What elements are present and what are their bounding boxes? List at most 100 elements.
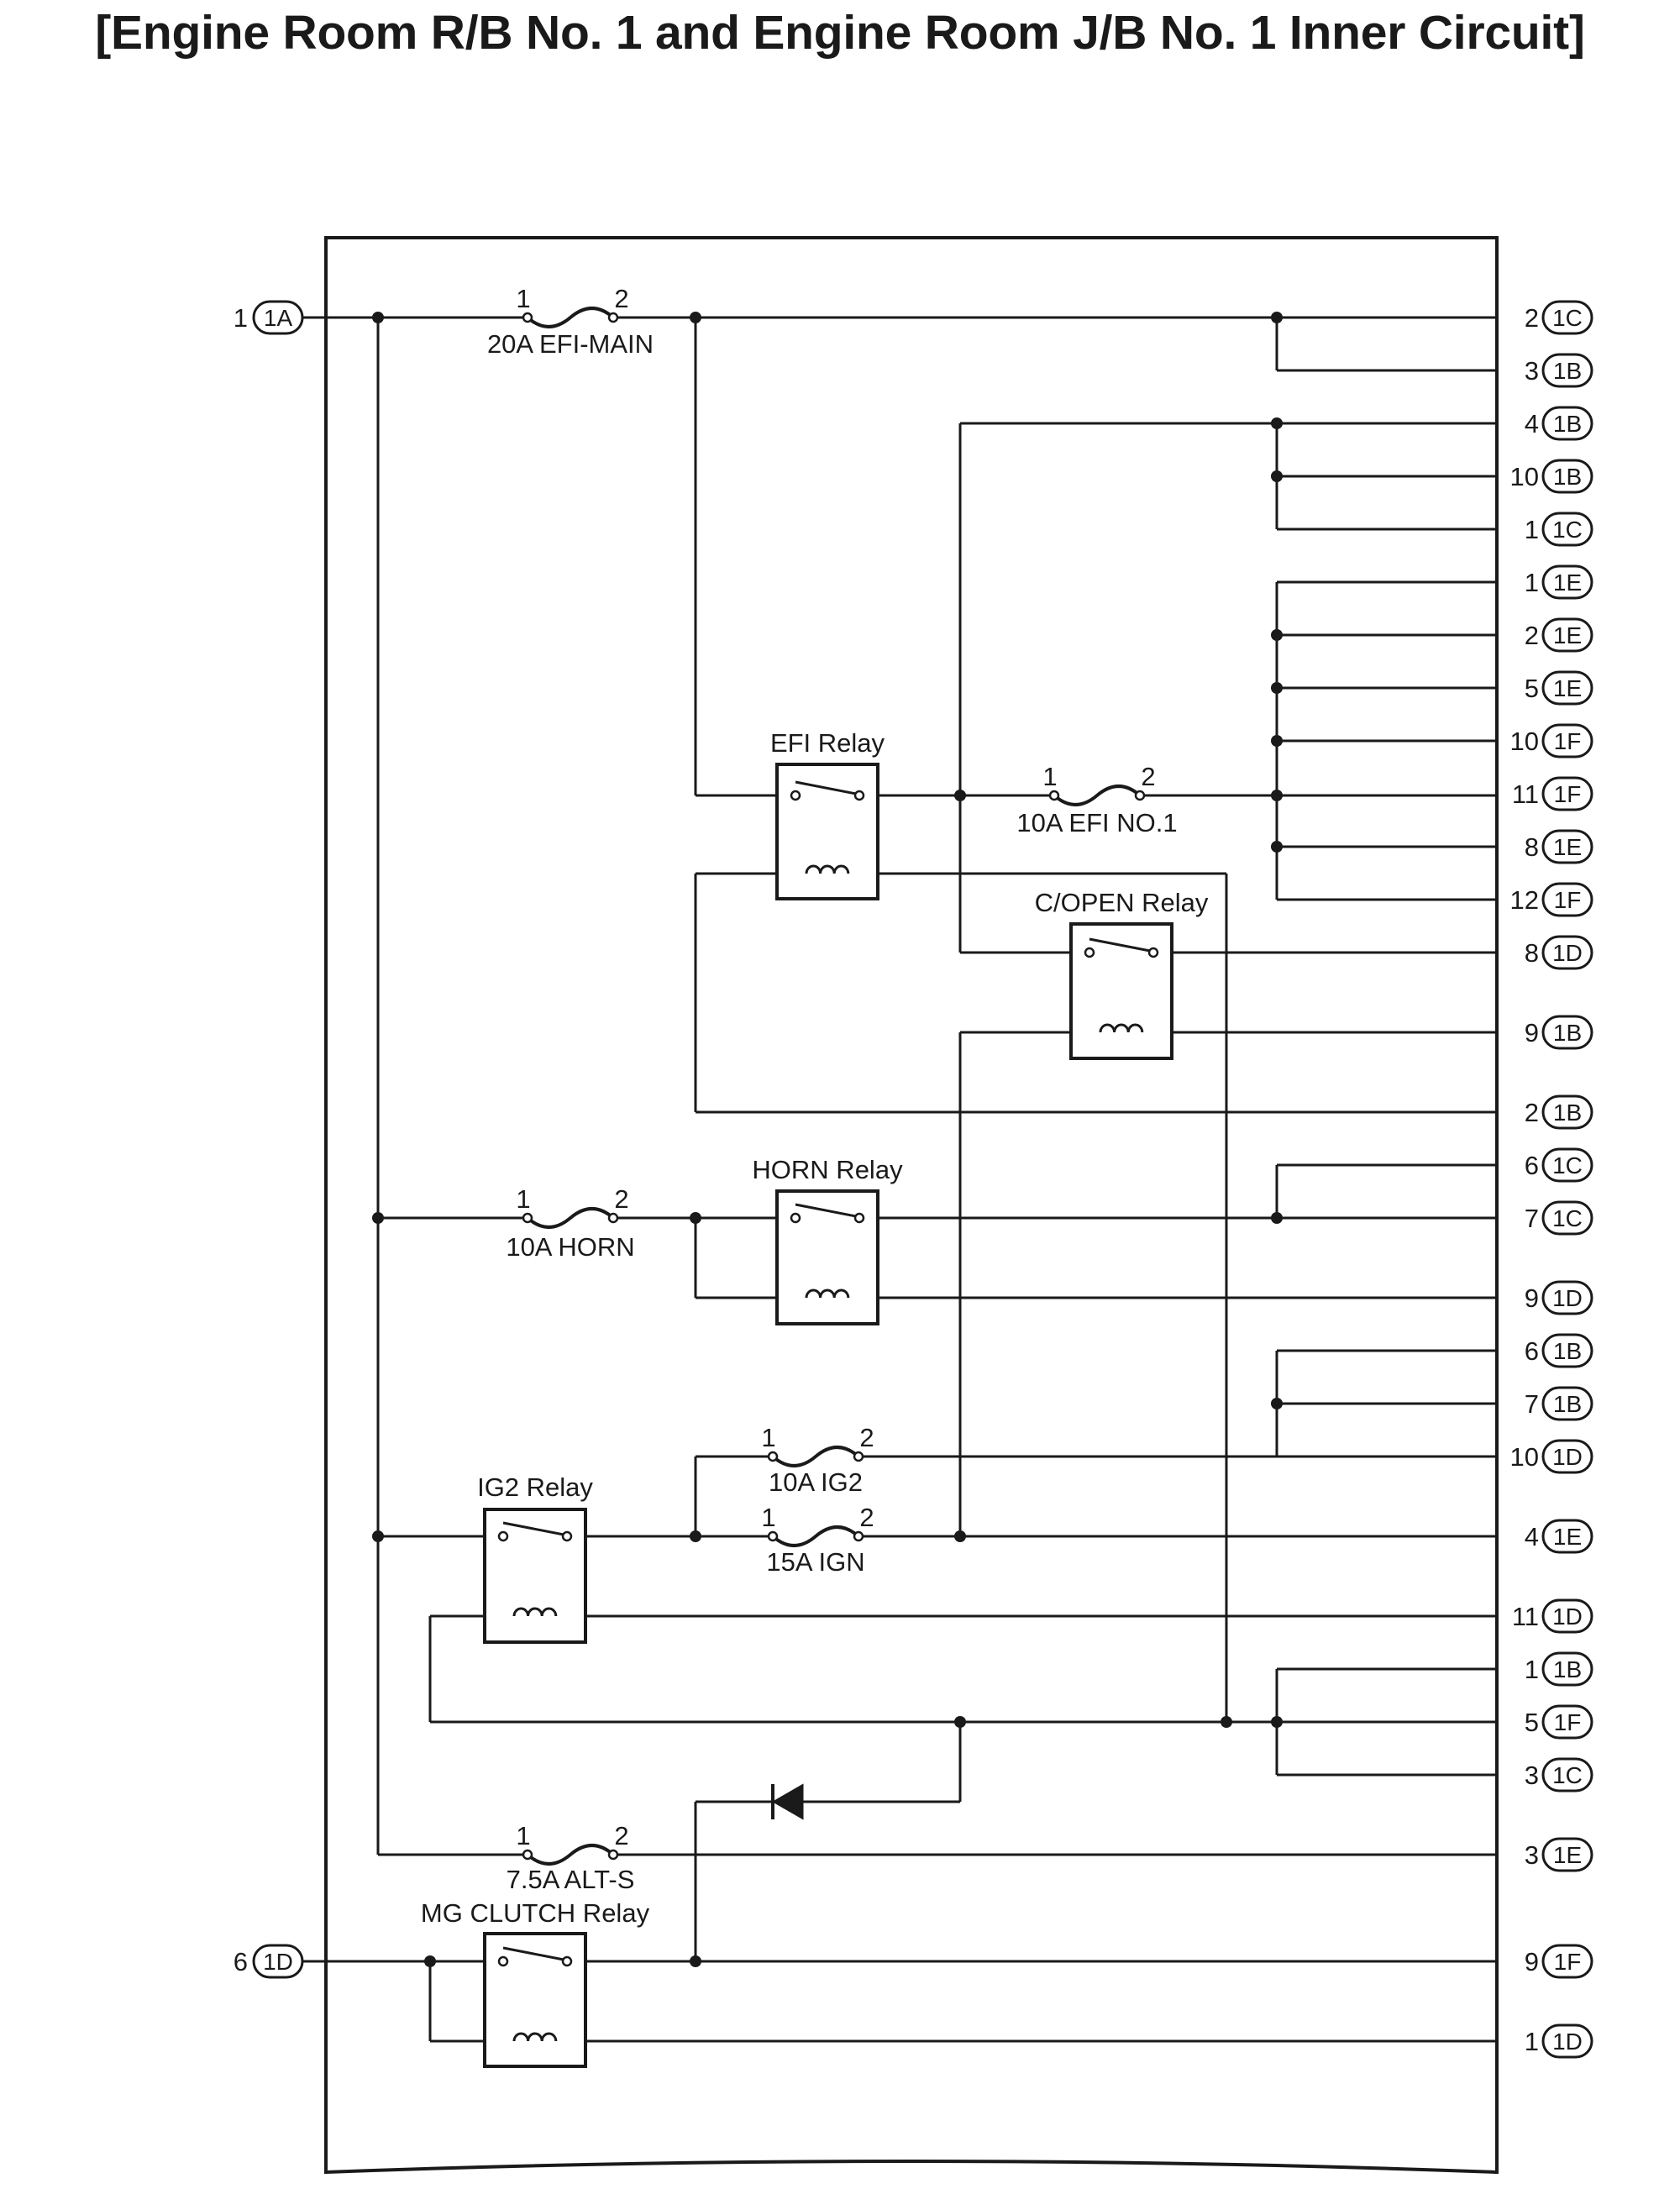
junction-dot bbox=[424, 1955, 436, 1967]
junction-dot bbox=[1271, 1212, 1283, 1224]
connector-badge bbox=[1541, 1200, 1593, 1236]
terminal-pin: 11 bbox=[1512, 1602, 1539, 1631]
connector-badge bbox=[1541, 1944, 1593, 1979]
connector-badge bbox=[1541, 1439, 1593, 1474]
fuse-terminal bbox=[522, 1849, 533, 1861]
fuse-terminal bbox=[607, 312, 619, 323]
fuse-pin-label: 1 bbox=[1042, 762, 1057, 791]
terminal-pin: 3 bbox=[1525, 1761, 1539, 1790]
junction-dot bbox=[690, 1212, 701, 1224]
fuse-pin-label: 1 bbox=[761, 1423, 775, 1452]
connector-id: 1D bbox=[1552, 940, 1583, 966]
relay-coil-icon bbox=[805, 1289, 850, 1299]
relay-label: MG CLUTCH Relay bbox=[421, 1898, 650, 1928]
terminal-pin: 2 bbox=[1525, 621, 1539, 650]
fuse-pin-label: 1 bbox=[516, 1821, 530, 1850]
connector-badge bbox=[1541, 882, 1593, 917]
relay-box bbox=[483, 1932, 587, 2068]
diode-icon bbox=[771, 1783, 804, 1820]
relay-3: IG2 Relay bbox=[477, 1472, 593, 1644]
connector-badge bbox=[1541, 1280, 1593, 1315]
fuse-terminal bbox=[853, 1451, 864, 1462]
terminal-pin: 1 bbox=[1525, 2027, 1539, 2056]
terminal-pin: 7 bbox=[1525, 1389, 1539, 1419]
connector-id: 1B bbox=[1553, 1338, 1582, 1364]
fuse-terminal bbox=[607, 1849, 619, 1861]
fuse-icon bbox=[1053, 785, 1142, 806]
junction-dot bbox=[1271, 790, 1283, 801]
relay-contact bbox=[853, 790, 865, 801]
relay-contact bbox=[497, 1530, 509, 1542]
connector-badge bbox=[1541, 617, 1593, 653]
fuse-pin-label: 2 bbox=[614, 1821, 628, 1850]
terminal-pin: 6 bbox=[234, 1947, 248, 1976]
junction-dot bbox=[690, 312, 701, 323]
junction-dot bbox=[954, 1530, 966, 1542]
fuse-terminal bbox=[1134, 790, 1146, 801]
connector-badge bbox=[1541, 1519, 1593, 1554]
terminal-pin: 10 bbox=[1510, 727, 1539, 756]
connector-badge bbox=[1541, 723, 1593, 758]
junction-dot bbox=[954, 790, 966, 801]
connector-id: 1D bbox=[263, 1949, 293, 1975]
fuse-pin-label: 2 bbox=[859, 1423, 874, 1452]
fuse-label: 10A EFI NO.1 bbox=[1016, 808, 1177, 837]
fuse-label: 7.5A ALT-S bbox=[507, 1865, 635, 1894]
fuse-pin-label: 1 bbox=[516, 284, 530, 313]
fuse-terminal bbox=[607, 1212, 619, 1224]
relay-label: IG2 Relay bbox=[477, 1472, 593, 1502]
terminal-pin: 6 bbox=[1525, 1151, 1539, 1180]
junction-dot bbox=[1271, 682, 1283, 694]
junction-dot bbox=[372, 312, 384, 323]
connector-id: 1B bbox=[1553, 1656, 1582, 1682]
relay-coil-icon bbox=[512, 2032, 558, 2042]
junction-dot bbox=[690, 1530, 701, 1542]
right-terminal: 1 1D bbox=[1525, 2023, 1593, 2059]
connector-badge bbox=[1541, 512, 1593, 547]
relay-box bbox=[775, 763, 879, 900]
terminal-pin: 3 bbox=[1525, 1840, 1539, 1870]
relay-coil-icon bbox=[1099, 1023, 1144, 1033]
junction-box-border bbox=[324, 236, 1499, 2175]
connector-id: 1D bbox=[1552, 1444, 1583, 1470]
fuse-terminal bbox=[522, 1212, 533, 1224]
relay-4: MG CLUTCH Relay bbox=[421, 1898, 650, 2068]
fuse-pin-label: 2 bbox=[614, 284, 628, 313]
connector-id: 1F bbox=[1554, 1949, 1582, 1975]
relay-switch-icon bbox=[502, 1521, 564, 1536]
connector-id: 1C bbox=[1552, 305, 1583, 331]
relay-2: HORN Relay bbox=[752, 1155, 903, 1325]
fuse-pin-label: 2 bbox=[614, 1184, 628, 1214]
connector-id: 1E bbox=[1553, 622, 1582, 648]
connector-badge bbox=[1541, 1651, 1593, 1687]
relay-contact bbox=[497, 1955, 509, 1967]
fuse-terminal bbox=[767, 1530, 779, 1542]
terminal-pin: 10 bbox=[1510, 462, 1539, 491]
connector-badge bbox=[1541, 1598, 1593, 1634]
connector-id: 1B bbox=[1553, 1391, 1582, 1417]
terminal-pin: 10 bbox=[1510, 1442, 1539, 1472]
connector-badge bbox=[252, 300, 304, 335]
connector-badge bbox=[1541, 670, 1593, 706]
connector-id: 1D bbox=[1552, 2029, 1583, 2055]
connector-badge bbox=[1541, 1015, 1593, 1050]
relay-switch-icon bbox=[795, 1203, 857, 1218]
fuse-icon bbox=[771, 1446, 860, 1467]
terminal-pin: 7 bbox=[1525, 1204, 1539, 1233]
connector-badge bbox=[1541, 1147, 1593, 1183]
terminal-pin: 4 bbox=[1525, 409, 1539, 438]
connector-id: 1E bbox=[1553, 569, 1582, 596]
